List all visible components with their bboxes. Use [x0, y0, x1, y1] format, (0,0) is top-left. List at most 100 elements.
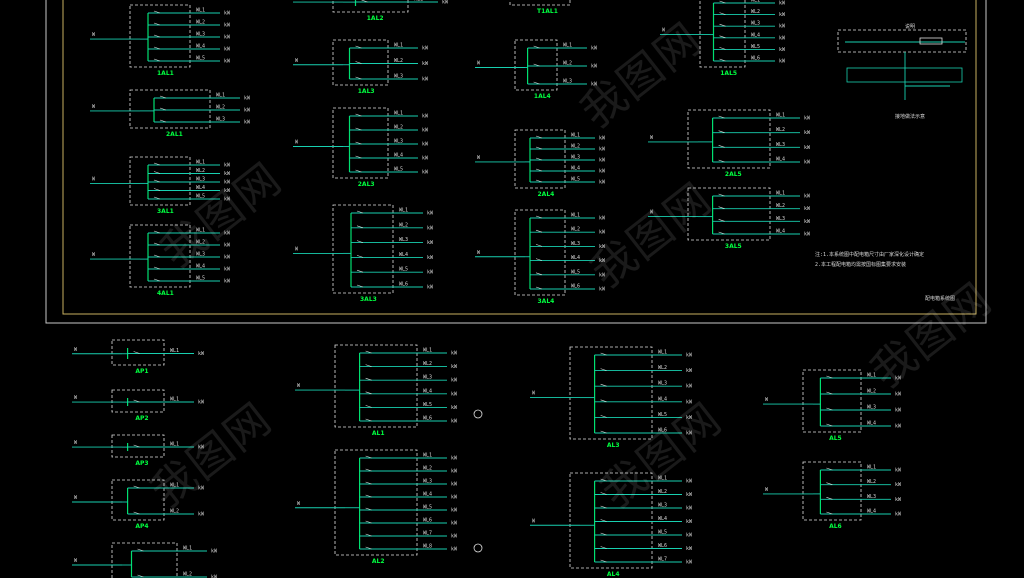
- svg-text:WL1: WL1: [423, 348, 432, 354]
- svg-text:WL3: WL3: [867, 494, 876, 500]
- svg-text:1AL4: 1AL4: [534, 93, 551, 100]
- svg-text:kW: kW: [686, 415, 693, 421]
- svg-text:2AL5: 2AL5: [725, 171, 742, 178]
- svg-text:WL2: WL2: [571, 144, 580, 150]
- svg-text:kW: kW: [895, 376, 902, 382]
- svg-text:W: W: [650, 210, 654, 216]
- svg-text:kW: kW: [451, 495, 458, 501]
- svg-text:W: W: [74, 440, 78, 446]
- svg-text:kW: kW: [211, 549, 218, 555]
- svg-text:WL4: WL4: [196, 185, 205, 191]
- svg-text:kW: kW: [244, 108, 251, 114]
- svg-text:kW: kW: [686, 506, 693, 512]
- svg-text:W: W: [74, 558, 78, 564]
- distribution-panel-p5: WWL1kW1AL2: [293, 0, 449, 22]
- svg-text:kW: kW: [224, 35, 231, 41]
- svg-text:接地做法示意: 接地做法示意: [895, 113, 925, 120]
- distribution-panel-p9: WWL1kWT1AL1: [509, 0, 611, 15]
- svg-text:AL4: AL4: [607, 571, 620, 578]
- svg-text:WL3: WL3: [867, 405, 876, 411]
- svg-text:kW: kW: [224, 267, 231, 273]
- svg-text:W: W: [477, 250, 481, 256]
- svg-text:WL1: WL1: [196, 160, 205, 166]
- svg-text:kW: kW: [422, 114, 429, 120]
- svg-text:kW: kW: [599, 180, 606, 186]
- svg-text:3AL3: 3AL3: [360, 296, 377, 303]
- svg-text:W: W: [295, 58, 299, 64]
- svg-text:W: W: [74, 395, 78, 401]
- svg-text:WL4: WL4: [571, 166, 580, 172]
- svg-text:kW: kW: [779, 1, 786, 7]
- svg-text:kW: kW: [422, 46, 429, 52]
- svg-text:W: W: [74, 495, 78, 501]
- svg-text:WL2: WL2: [196, 240, 205, 246]
- svg-text:WL3: WL3: [751, 21, 760, 27]
- svg-text:WL3: WL3: [394, 74, 403, 80]
- svg-text:kW: kW: [686, 399, 693, 405]
- svg-text:WL1: WL1: [751, 0, 760, 4]
- svg-text:WL6: WL6: [658, 428, 667, 434]
- distribution-panel-q5: WWL1kWWL2kWAP5: [72, 542, 218, 578]
- svg-text:kW: kW: [422, 170, 429, 176]
- svg-text:WL4: WL4: [571, 255, 580, 261]
- svg-text:4AL1: 4AL1: [157, 290, 174, 297]
- note-3: 配电箱系统图: [925, 295, 955, 302]
- svg-text:kW: kW: [198, 512, 205, 518]
- svg-text:kW: kW: [224, 171, 231, 177]
- svg-text:WL1: WL1: [867, 373, 876, 379]
- svg-text:WL4: WL4: [776, 157, 785, 163]
- svg-text:WL3: WL3: [216, 117, 225, 123]
- svg-text:WL6: WL6: [423, 518, 432, 524]
- svg-text:WL2: WL2: [183, 572, 192, 578]
- svg-text:WL8: WL8: [423, 544, 432, 550]
- svg-text:WL3: WL3: [196, 32, 205, 38]
- svg-text:AP3: AP3: [135, 460, 148, 467]
- svg-text:kW: kW: [211, 575, 218, 578]
- svg-text:AL6: AL6: [829, 523, 842, 530]
- svg-text:W: W: [297, 501, 301, 507]
- svg-text:WL1: WL1: [776, 191, 785, 197]
- svg-text:kW: kW: [599, 136, 606, 142]
- svg-text:W: W: [74, 347, 78, 353]
- svg-text:2AL1: 2AL1: [166, 131, 183, 138]
- svg-text:WL1: WL1: [414, 0, 423, 3]
- svg-text:WL2: WL2: [394, 58, 403, 64]
- svg-text:kW: kW: [422, 77, 429, 83]
- svg-text:kW: kW: [224, 197, 231, 203]
- svg-text:WL1: WL1: [394, 43, 403, 49]
- svg-text:WL1: WL1: [658, 350, 667, 356]
- svg-text:kW: kW: [427, 211, 434, 217]
- svg-text:kW: kW: [451, 547, 458, 553]
- svg-text:kW: kW: [686, 431, 693, 437]
- svg-text:WL5: WL5: [399, 267, 408, 273]
- svg-text:WL1: WL1: [867, 465, 876, 471]
- svg-text:WL2: WL2: [776, 203, 785, 209]
- svg-text:WL5: WL5: [571, 177, 580, 183]
- svg-text:W: W: [477, 61, 481, 67]
- svg-text:kW: kW: [198, 400, 205, 406]
- svg-text:kW: kW: [451, 419, 458, 425]
- svg-text:kW: kW: [599, 272, 606, 278]
- svg-text:kW: kW: [224, 279, 231, 285]
- svg-text:kW: kW: [804, 130, 811, 136]
- svg-text:WL2: WL2: [196, 168, 205, 174]
- svg-text:WL1: WL1: [216, 93, 225, 99]
- svg-text:kW: kW: [451, 405, 458, 411]
- svg-text:WL4: WL4: [423, 388, 432, 394]
- svg-text:kW: kW: [779, 35, 786, 41]
- svg-text:WL5: WL5: [658, 530, 667, 536]
